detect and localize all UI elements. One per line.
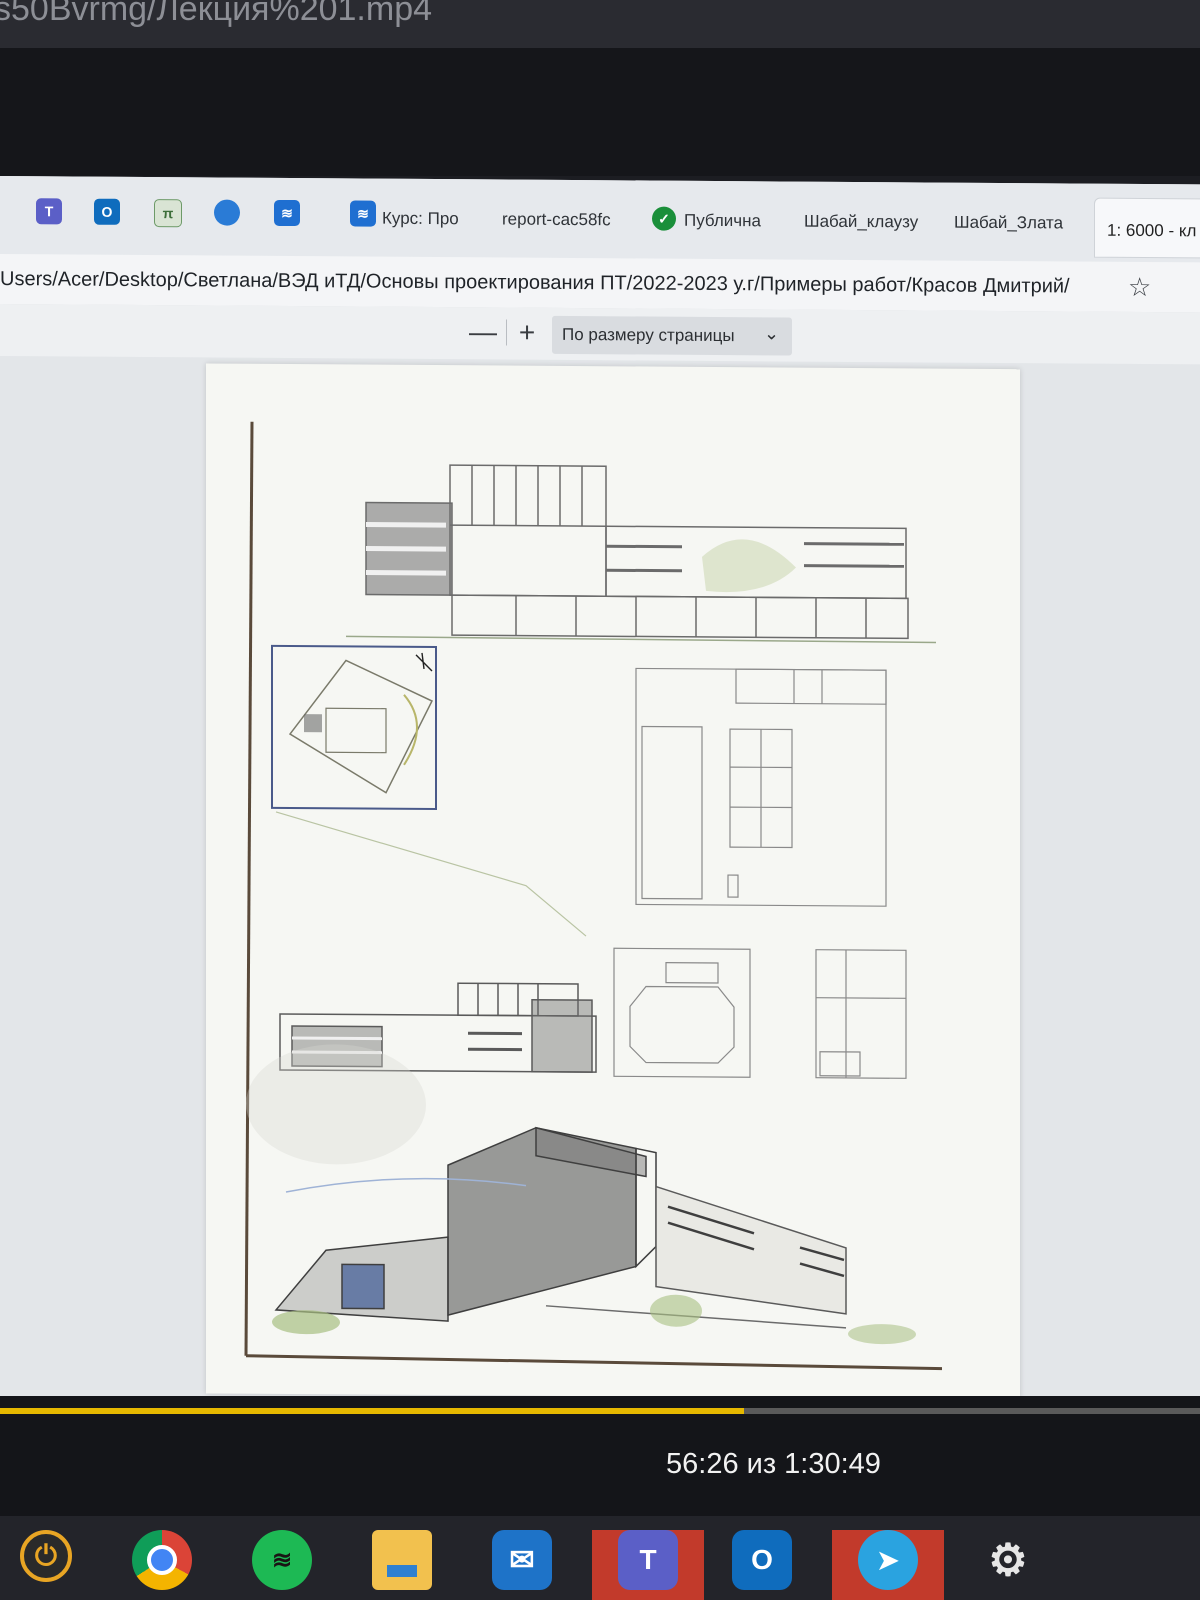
course-tab-icon: ≋	[350, 200, 376, 227]
taskbar-settings[interactable]: ⚙	[966, 1530, 1050, 1600]
spotify-icon: ≋	[252, 1530, 312, 1590]
course-icon[interactable]: ≋	[274, 199, 300, 227]
front-elevation	[345, 464, 937, 644]
tab-active-label: 1: 6000 - кл	[1107, 220, 1197, 241]
outlook-icon[interactable]: O	[94, 198, 120, 225]
outlook-icon: O	[732, 1530, 792, 1590]
star-icon[interactable]: ☆	[1128, 271, 1152, 303]
taskbar-mail[interactable]: ✉	[480, 1530, 564, 1600]
zoom-out-button[interactable]: —	[469, 316, 497, 348]
drawing-frame-bottom	[245, 1354, 943, 1371]
floor-plan-large	[635, 667, 887, 907]
site-plan	[271, 644, 587, 937]
pdf-viewer	[0, 356, 1200, 1405]
pdf-toolbar: — + По размеру страницы ⌄	[0, 304, 1200, 365]
zoom-mode-select[interactable]: По размеру страницы ⌄	[552, 315, 792, 356]
settings-icon: ⚙	[988, 1535, 1028, 1585]
floor-plan-small	[613, 947, 907, 1079]
address-text: Users/Acer/Desktop/Светлана/ВЭД иТД/Осно…	[0, 268, 1070, 298]
taskbar-spotify[interactable]: ≋	[240, 1530, 324, 1600]
file-explorer-icon	[372, 1530, 432, 1590]
video-progress-bar[interactable]	[0, 1408, 1200, 1414]
edge-icon[interactable]	[214, 199, 240, 226]
tab-report[interactable]: report-cac58fc	[502, 209, 611, 230]
zoom-in-button[interactable]: +	[518, 316, 536, 348]
video-player-controls: 56:26 из 1:30:49	[0, 1396, 1200, 1516]
side-elevation	[279, 982, 597, 1073]
window-title: s50Bvrmg/Лекция%201.mp4	[0, 0, 433, 28]
tab-public[interactable]: Публична	[684, 210, 761, 231]
taskbar-power-app[interactable]: ⏻	[4, 1530, 88, 1600]
video-timecode: 56:26 из 1:30:49	[666, 1448, 881, 1480]
taskbar-teams[interactable]: T	[592, 1530, 704, 1600]
architectural-drawing	[244, 421, 943, 1371]
chrome-icon	[132, 1530, 192, 1590]
mail-icon: ✉	[492, 1530, 552, 1590]
window-title-bar: s50Bvrmg/Лекция%201.mp4	[0, 0, 1200, 48]
browser-window: T O π ≋ ≋ Курс: Про report-cac58fc ✓ Пуб…	[0, 176, 1200, 1405]
taskbar: ⏻ ≋ ✉ T O ➤ ⚙	[0, 1516, 1200, 1600]
toolbar-divider	[506, 319, 507, 346]
zoom-mode-label: По размеру страницы	[562, 324, 735, 346]
check-icon: ✓	[652, 206, 676, 231]
shadow-smudge	[246, 1044, 426, 1165]
tab-course[interactable]: Курс: Про	[382, 208, 459, 229]
taskbar-telegram[interactable]: ➤	[832, 1530, 944, 1600]
taskbar-chrome[interactable]	[120, 1530, 204, 1600]
monitor-bezel-area	[0, 48, 1200, 176]
teams-icon: T	[618, 1530, 678, 1590]
taskbar-file-explorer[interactable]	[360, 1530, 444, 1600]
tab-shabay-clause[interactable]: Шабай_клаузу	[804, 211, 919, 232]
tab-active[interactable]: 1: 6000 - кл	[1094, 197, 1200, 259]
taskbar-outlook[interactable]: O	[720, 1530, 804, 1600]
teams-icon[interactable]: T	[36, 198, 62, 225]
pdf-page	[206, 363, 1020, 1400]
chevron-down-icon: ⌄	[764, 323, 780, 344]
telegram-icon: ➤	[858, 1530, 918, 1590]
drawing-frame-left	[244, 421, 254, 1356]
video-progress-fill	[0, 1408, 744, 1414]
power-icon: ⏻	[20, 1530, 72, 1582]
tab-strip: T O π ≋ ≋ Курс: Про report-cac58fc ✓ Пуб…	[0, 176, 1200, 263]
tab-shabay-zlata[interactable]: Шабай_Злата	[954, 212, 1064, 233]
pi-icon[interactable]: π	[154, 199, 182, 228]
perspective-view	[272, 1126, 916, 1345]
